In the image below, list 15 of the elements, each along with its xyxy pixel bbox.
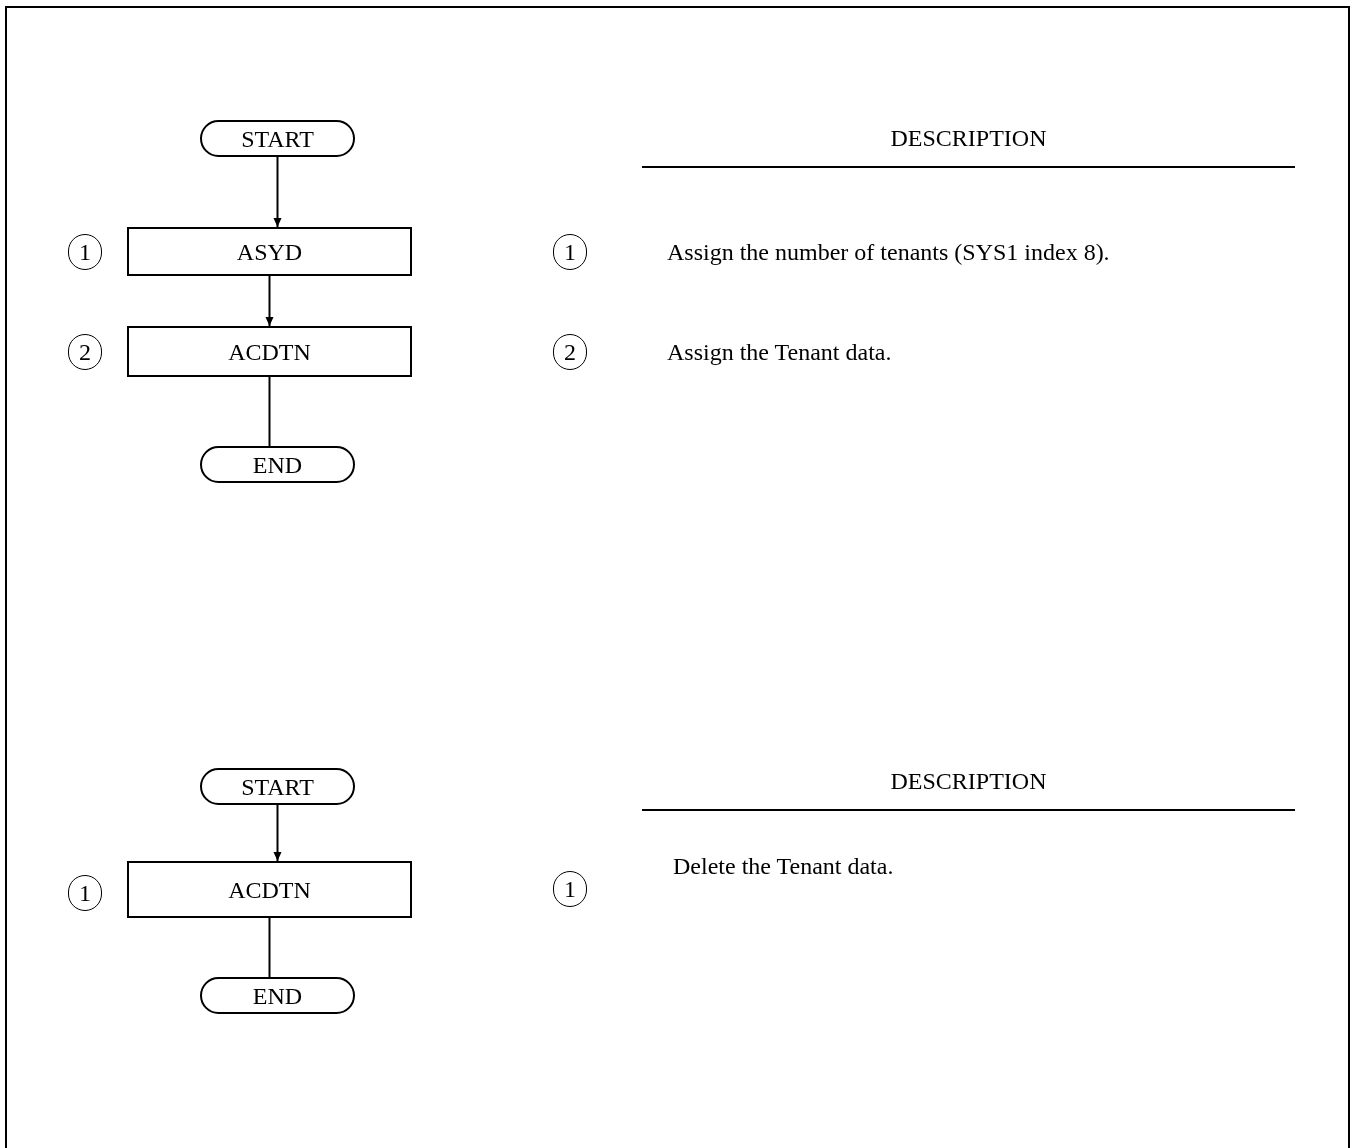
section-heading: DESCRIPTION	[889, 767, 1048, 796]
terminator: END	[200, 977, 355, 1014]
description-text: Delete the Tenant data.	[673, 852, 895, 881]
arrow	[273, 804, 282, 862]
process-box: ASYD	[127, 227, 412, 276]
description-text: Assign the number of tenants (SYS1 index 8).	[667, 238, 1111, 267]
terminator: START	[200, 120, 355, 157]
arrow	[265, 275, 274, 327]
process-box: ACDTN	[127, 861, 412, 918]
process-box: ACDTN	[127, 326, 412, 377]
arrow	[273, 156, 282, 228]
terminator: END	[200, 446, 355, 483]
terminator: START	[200, 768, 355, 805]
description-text: Assign the Tenant data.	[667, 338, 893, 367]
section-heading: DESCRIPTION	[889, 124, 1048, 153]
